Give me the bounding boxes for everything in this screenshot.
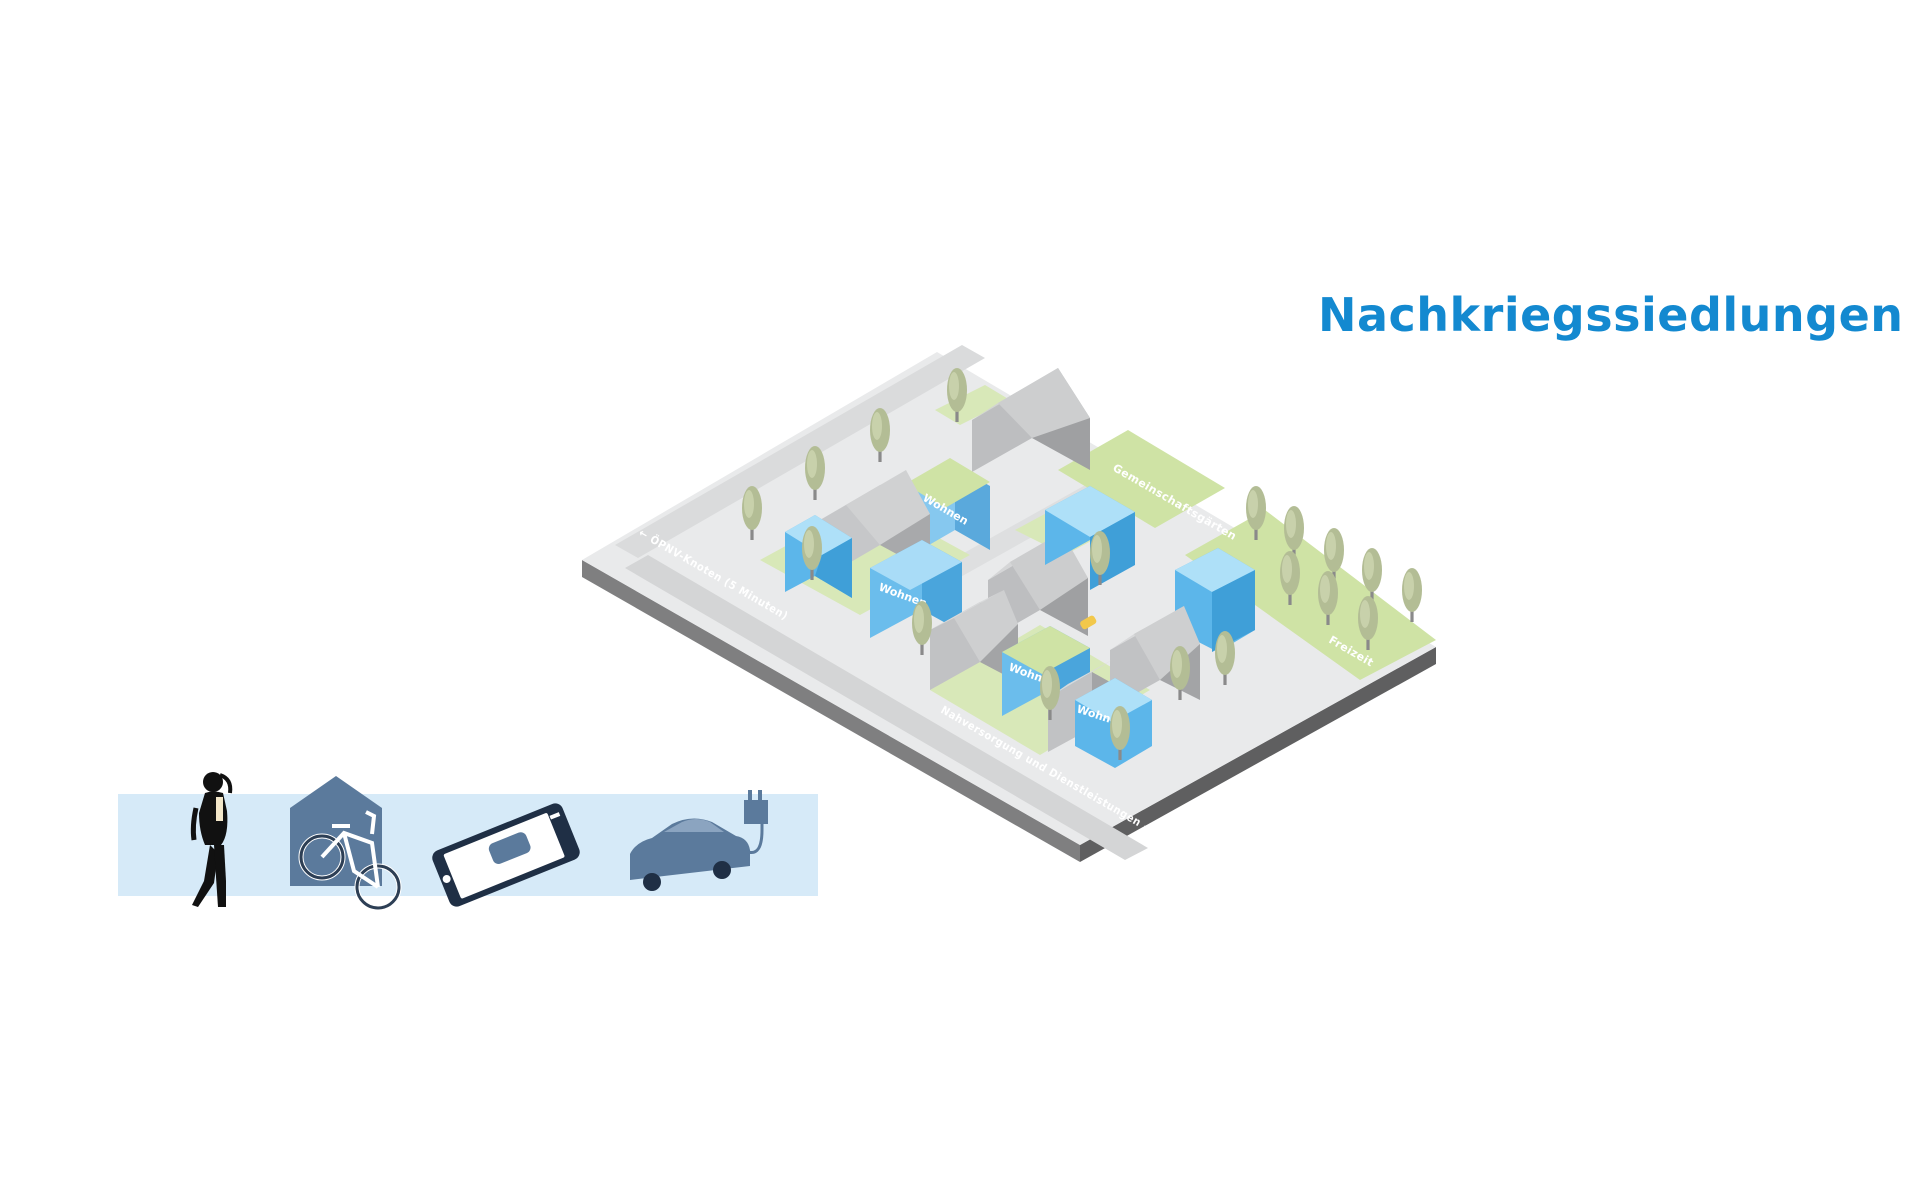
electric-car-charging-icon <box>630 790 768 891</box>
slab-right-face <box>1080 647 1436 862</box>
road-front <box>625 555 1148 860</box>
bicycle-garage-icon <box>290 776 402 911</box>
road-north <box>615 345 985 558</box>
page-title: Nachkriegssiedlungen <box>1318 288 1904 342</box>
yellow-car-icon <box>1080 615 1097 630</box>
slab-front-face <box>582 560 1080 862</box>
small-green-north <box>935 385 1010 425</box>
pedestrian-icon <box>190 772 233 907</box>
district-block: Wohnen Wohnen <box>582 345 1436 862</box>
freizeit-green <box>1185 510 1436 680</box>
blue-block-centre-left: Wohnen <box>870 540 962 638</box>
gemeinschaftsgaerten-green <box>1058 430 1225 528</box>
mobility-strip <box>118 772 818 911</box>
blue-block-east <box>1175 548 1255 652</box>
grey-house-north <box>972 368 1090 472</box>
grey-house-south <box>930 590 1018 690</box>
carsharing-app-icon <box>432 803 580 907</box>
grey-house-west <box>820 470 930 580</box>
